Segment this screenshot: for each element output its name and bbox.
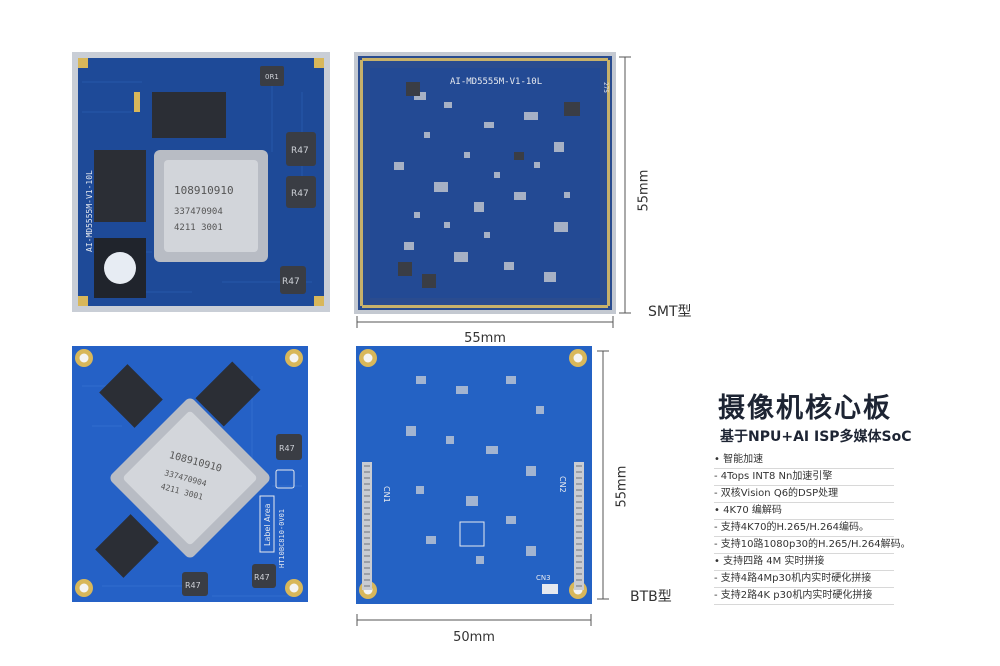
- feature-item: • 4K70 编解码: [714, 505, 782, 516]
- feature-item: - 支持4K70的H.265/H.264编码。: [714, 522, 870, 533]
- smt-edge-label: AI-MD5555M-V1-10L: [85, 170, 94, 252]
- feature-divider: [714, 485, 894, 486]
- btb-width-dimension-line: [356, 614, 592, 626]
- btb-connector-cn3: CN3: [536, 574, 551, 582]
- feature-item: - 支持2路4K p30机内实时硬化拼接: [714, 590, 873, 601]
- btb-connector-cn1: CN1: [382, 486, 391, 503]
- btb-inductor-3: R47: [254, 573, 270, 582]
- btb-width-label: 50mm: [453, 630, 495, 645]
- feature-divider: [714, 468, 894, 469]
- smt-height-dimension-line: [618, 56, 632, 314]
- btb-connector-cn2: CN2: [558, 476, 567, 493]
- smt-back-pin-label: 275: [602, 82, 609, 93]
- btb-height-label: 55mm: [614, 465, 630, 508]
- feature-item: • 智能加速: [714, 454, 764, 465]
- feature-divider: [714, 536, 894, 537]
- smt-width-dimension-line: [356, 316, 614, 328]
- feature-text: 支持4K70的H.265/H.264编码。: [720, 522, 870, 533]
- smt-type-label: SMT型: [648, 304, 692, 320]
- feature-text: 支持四路 4M 实时拼接: [723, 556, 825, 567]
- smt-back-silk-label: AI-MD5555M-V1-10L: [450, 77, 542, 87]
- feature-text: 双核Vision Q6的DSP处理: [720, 488, 839, 499]
- feature-text: 支持4路4Mp30机内实时硬化拼接: [720, 573, 872, 584]
- smt-back-board: AI-MD5555M-V1-10L 275: [354, 52, 616, 314]
- btb-height-dimension-line: [596, 350, 610, 600]
- product-title: 摄像机核心板: [718, 393, 892, 424]
- btb-front-board: 108910910 337470904 4211 3001 R47 R47 R4…: [72, 346, 308, 602]
- feature-text: 4K70 编解码: [723, 505, 782, 516]
- smt-inductor-3: R47: [282, 277, 300, 287]
- btb-inductor-2: R47: [185, 581, 201, 590]
- smt-chip-line-3: 4211 3001: [174, 223, 223, 233]
- smt-small-label: 0R1: [265, 73, 279, 81]
- feature-divider: [714, 502, 894, 503]
- smt-front-board: 108910910 337470904 4211 3001 R47 R47 R4…: [72, 52, 330, 312]
- feature-divider: [714, 587, 894, 588]
- feature-divider: [714, 519, 894, 520]
- feature-list: • 智能加速 - 4Tops INT8 Nn加速引擎 - 双核Vision Q6…: [714, 452, 974, 605]
- smt-chip-line-1: 108910910: [174, 184, 234, 197]
- btb-inductor-1: R47: [279, 444, 295, 453]
- feature-divider: [714, 570, 894, 571]
- btb-type-label: BTB型: [630, 589, 672, 605]
- feature-item: - 4Tops INT8 Nn加速引擎: [714, 471, 833, 482]
- feature-text: 智能加速: [723, 454, 764, 465]
- feature-text: 支持2路4K p30机内实时硬化拼接: [720, 590, 873, 601]
- btb-back-board: CN1 CN2 CN3: [356, 346, 592, 604]
- btb-model-code: HT10BC810-0V01: [278, 509, 286, 568]
- btb-label-area: Label Area: [263, 503, 272, 546]
- feature-text: 支持10路1080p30的H.265/H.264解码。: [720, 539, 911, 550]
- feature-item: - 支持4路4Mp30机内实时硬化拼接: [714, 573, 872, 584]
- feature-item: - 支持10路1080p30的H.265/H.264解码。: [714, 539, 911, 550]
- feature-text: 4Tops INT8 Nn加速引擎: [720, 471, 833, 482]
- smt-inductor-2: R47: [291, 189, 309, 199]
- feature-divider: [714, 553, 894, 554]
- feature-divider: [714, 604, 894, 605]
- feature-item: - 双核Vision Q6的DSP处理: [714, 488, 839, 499]
- smt-width-label: 55mm: [464, 331, 506, 346]
- smt-height-label: 55mm: [636, 169, 652, 212]
- smt-inductor-1: R47: [291, 146, 309, 156]
- smt-chip-line-2: 337470904: [174, 207, 223, 217]
- product-subtitle: 基于NPU+AI ISP多媒体SoC: [720, 429, 912, 445]
- feature-item: • 支持四路 4M 实时拼接: [714, 556, 825, 567]
